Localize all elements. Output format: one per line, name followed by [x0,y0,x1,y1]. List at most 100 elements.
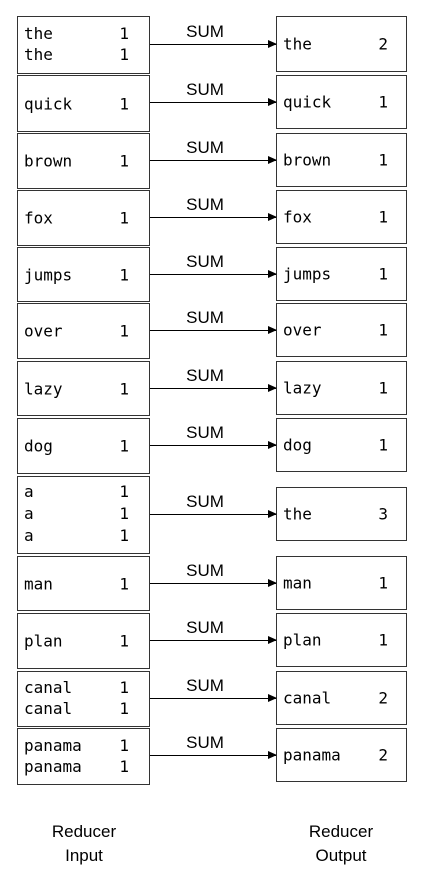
input-value: 1 [119,379,129,398]
output-key: the [283,34,312,54]
output-value: 1 [378,573,388,593]
input-key: the [24,24,53,43]
input-value: 1 [119,208,129,228]
input-value: 1 [119,735,129,755]
arrowhead-icon [268,510,277,518]
output-key: lazy [283,378,322,398]
sum-arrow [150,510,277,518]
output-key: panama [283,745,341,765]
input-value: 1 [119,482,129,501]
arrowhead-icon [268,579,277,587]
output-key: canal [283,688,332,708]
output-key: fox [283,207,312,227]
sum-label: SUM [186,733,224,752]
input-key: quick [24,94,73,113]
reducer-input-entry: fox 1 [24,209,143,228]
output-value: 2 [378,688,388,708]
sum-label: SUM [186,676,224,695]
arrowhead-icon [268,98,277,106]
input-value: 1 [119,265,129,284]
arrowhead-icon [268,751,277,759]
sum-label: SUM [186,308,224,327]
input-value: 1 [119,699,129,718]
input-key: canal [24,699,73,718]
sum-arrow [150,270,277,278]
input-value: 1 [119,526,129,545]
output-key: man [283,573,312,593]
arrowhead-icon [268,384,277,392]
input-value: 1 [119,574,129,593]
output-value: 1 [378,630,388,650]
sum-arrow [150,384,277,392]
reducer-output-caption: Reducer Output [281,820,401,868]
reducer-input-entry: panama 1 [24,735,143,756]
arrowhead-icon [268,40,277,48]
sum-arrow [150,751,277,759]
reducer-output-entry: man 1 [283,574,400,593]
output-value: 2 [378,34,388,54]
input-key: panama [24,735,82,755]
sum-arrow [150,156,277,164]
sum-label: SUM [186,423,224,442]
arrowhead-icon [268,270,277,278]
sum-arrow [150,636,277,644]
reducer-input-box: panama 1 panama 1 [17,728,150,785]
output-value: 1 [378,92,388,112]
arrowhead-icon [268,213,277,221]
output-value: 1 [378,150,388,170]
input-value: 1 [119,756,129,776]
input-key: fox [24,208,53,228]
reducer-input-entry: panama 1 [24,756,143,777]
reducer-input-caption-line2: Input [65,846,103,865]
reducer-output-caption-line1: Reducer [308,822,374,841]
reducer-output-entry: canal 2 [283,689,400,708]
sum-label: SUM [186,195,224,214]
sum-arrow [150,441,277,449]
input-key: jumps [24,265,73,284]
reducer-input-entry: canal 1 [24,698,143,719]
sum-arrow [150,694,277,702]
input-value: 1 [119,631,129,651]
input-key: panama [24,756,82,776]
reducer-output-box: quick 1 [276,75,407,129]
output-key: quick [283,92,332,112]
reducer-output-box: man 1 [276,556,407,610]
output-value: 1 [378,320,388,340]
arrowhead-icon [268,636,277,644]
input-key: canal [24,678,73,697]
sum-label: SUM [186,138,224,157]
input-value: 1 [119,151,129,171]
reducer-output-box: the 2 [276,16,407,72]
sum-label: SUM [186,492,224,511]
sum-label: SUM [186,80,224,99]
output-key: dog [283,435,312,455]
input-key: dog [24,436,53,456]
